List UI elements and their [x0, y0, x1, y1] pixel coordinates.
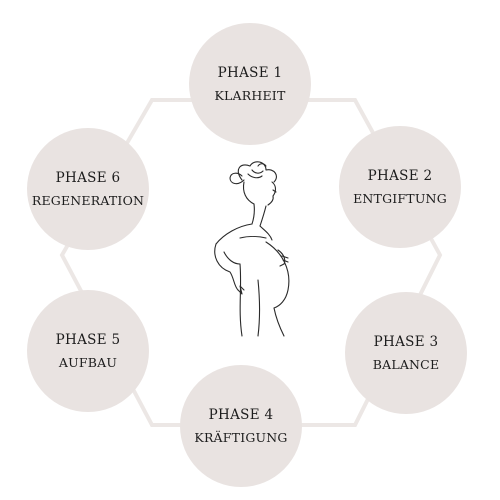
phase-4-label: PHASE 4: [208, 406, 274, 423]
phase-5-label: PHASE 5: [55, 331, 121, 348]
phase-5-name: AUFBAU: [58, 354, 118, 370]
phase-1-name: KLARHEIT: [214, 87, 286, 103]
phase-5-circle: PHASE 5 AUFBAU: [27, 290, 149, 412]
phase-3-label: PHASE 3: [373, 333, 439, 350]
phase-2-label: PHASE 2: [367, 167, 433, 184]
phase-2-name: ENTGIFTUNG: [353, 190, 447, 206]
pregnant-woman-illustration: [214, 161, 290, 337]
phase-6-name: REGENERATION: [31, 192, 145, 208]
phase-1-circle: PHASE 1 KLARHEIT: [189, 23, 311, 145]
phase-4-circle: PHASE 4 KRÄFTIGUNG: [180, 365, 302, 487]
phase-6-circle: PHASE 6 REGENERATION: [27, 128, 149, 250]
phase-4-name: KRÄFTIGUNG: [194, 429, 288, 445]
phase-3-name: BALANCE: [372, 356, 440, 372]
phase-3-circle: PHASE 3 BALANCE: [345, 292, 467, 414]
phase-6-label: PHASE 6: [55, 169, 121, 186]
phase-1-label: PHASE 1: [217, 64, 283, 81]
phase-2-circle: PHASE 2 ENTGIFTUNG: [339, 126, 461, 248]
